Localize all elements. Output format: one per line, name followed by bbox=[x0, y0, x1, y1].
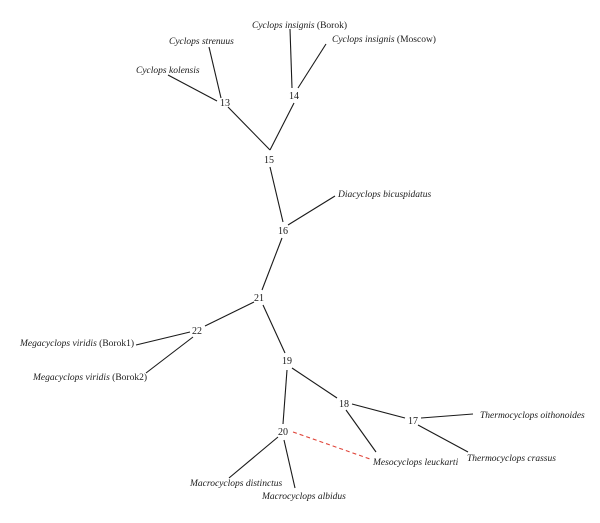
node-15: 15 bbox=[264, 155, 274, 166]
branch-14-insignis-borok bbox=[289, 28, 293, 89]
node-21: 21 bbox=[254, 293, 264, 304]
branch-20-albidus bbox=[283, 439, 296, 489]
leaf-megacyclops-viridis-borok2-species: Megacyclops viridis bbox=[32, 373, 110, 383]
branch-22-borok2 bbox=[145, 336, 194, 374]
leaf-megacyclops-viridis-borok2-suffix: (Borok2) bbox=[110, 372, 147, 383]
leaf-cyclops-insignis-borok-suffix: (Borok) bbox=[315, 20, 347, 31]
leaf-macrocyclops-distinctus: Macrocyclops distinctus bbox=[189, 479, 283, 489]
branch-18-17 bbox=[351, 403, 406, 419]
branch-17-oithonoides bbox=[420, 413, 474, 419]
branch-15-16 bbox=[269, 166, 284, 223]
branch-21-19 bbox=[262, 304, 286, 354]
branch-15-14 bbox=[269, 102, 295, 151]
leaf-thermocyclops-crassus: Thermocyclops crassus bbox=[467, 454, 556, 464]
branch-21-22 bbox=[204, 301, 255, 327]
node-22: 22 bbox=[192, 326, 202, 337]
branch-20-distinctus bbox=[228, 436, 279, 479]
leaf-cyclops-insignis-moscow-species: Cyclops insignis bbox=[332, 35, 395, 45]
leaf-macrocyclops-albidus: Macrocyclops albidus bbox=[261, 492, 346, 502]
branch-22-borok1 bbox=[135, 331, 191, 346]
node-20: 20 bbox=[278, 427, 288, 438]
node-13: 13 bbox=[220, 98, 230, 109]
branch-18-mesocyclops bbox=[345, 409, 377, 453]
node-19: 19 bbox=[282, 356, 292, 367]
leaf-thermocyclops-oithonoides: Thermocyclops oithonoides bbox=[480, 411, 585, 421]
leaf-cyclops-insignis-borok: Cyclops insignis (Borok) bbox=[252, 20, 347, 31]
branch-15-13 bbox=[227, 106, 271, 151]
branch-13-strenuus bbox=[208, 46, 222, 99]
branch-14-insignis-moscow bbox=[297, 43, 327, 89]
node-labels: 13 14 15 16 17 18 19 20 21 22 bbox=[192, 91, 418, 438]
leaf-cyclops-strenuus: Cyclops strenuus bbox=[169, 37, 234, 47]
leaf-megacyclops-viridis-borok2: Megacyclops viridis (Borok2) bbox=[32, 372, 147, 383]
leaf-cyclops-insignis-moscow: Cyclops insignis (Moscow) bbox=[332, 34, 436, 45]
node-18: 18 bbox=[339, 399, 349, 410]
branch-19-18 bbox=[291, 367, 338, 399]
branches bbox=[135, 28, 474, 489]
leaf-labels: Cyclops insignis (Borok) Cyclops insigni… bbox=[19, 20, 585, 502]
leaf-cyclops-kolensis: Cyclops kolensis bbox=[136, 66, 200, 76]
leaf-cyclops-insignis-borok-species: Cyclops insignis bbox=[252, 21, 315, 31]
leaf-cyclops-insignis-moscow-suffix: (Moscow) bbox=[395, 34, 436, 45]
leaf-megacyclops-viridis-borok1-suffix: (Borok1) bbox=[97, 338, 134, 349]
branch-17-crassus bbox=[417, 424, 469, 453]
node-14: 14 bbox=[289, 91, 299, 102]
leaf-mesocyclops-leuckarti: Mesocyclops leuckarti bbox=[372, 458, 459, 468]
leaf-megacyclops-viridis-borok1-species: Megacyclops viridis bbox=[19, 339, 97, 349]
branch-13-kolensis bbox=[167, 74, 218, 102]
node-16: 16 bbox=[278, 226, 288, 237]
leaf-megacyclops-viridis-borok1: Megacyclops viridis (Borok1) bbox=[19, 338, 134, 349]
dashed-link-20-mesocyclops bbox=[292, 431, 371, 460]
branch-19-20 bbox=[282, 369, 288, 425]
branch-16-21 bbox=[261, 237, 283, 291]
node-17: 17 bbox=[408, 416, 418, 427]
branch-16-diacyclops bbox=[287, 195, 336, 226]
leaf-diacyclops-bicuspidatus: Diacyclops bicuspidatus bbox=[337, 190, 431, 200]
